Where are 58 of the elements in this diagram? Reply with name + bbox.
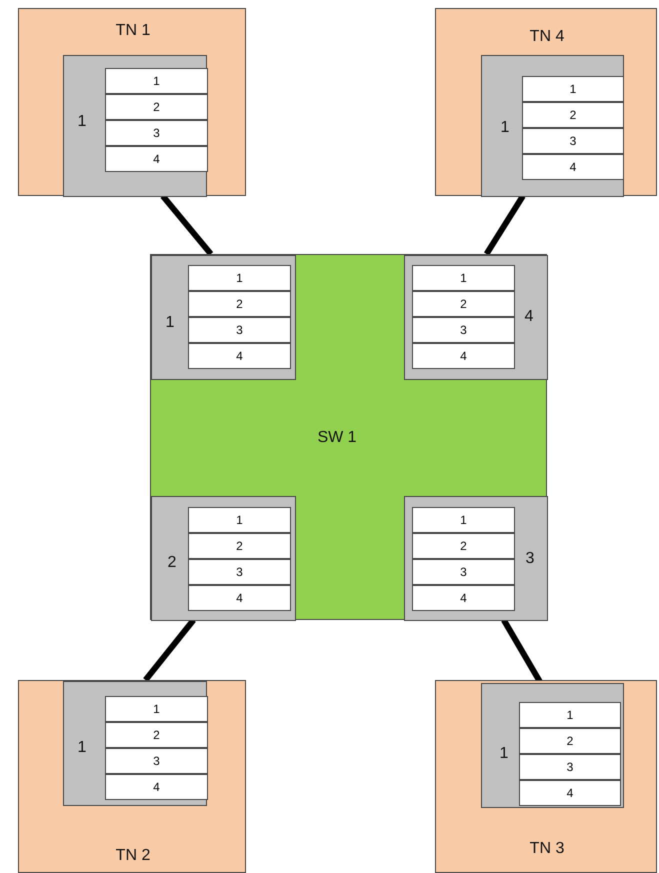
slot-cell: 1 (519, 702, 621, 728)
terminal-node-box (435, 8, 657, 196)
port-panel (481, 683, 624, 808)
port-number: 3 (526, 550, 534, 568)
port-panel (481, 55, 624, 197)
switch-title: SW 1 (317, 429, 357, 447)
node-title: TN 4 (530, 28, 564, 46)
slot-cell: 4 (105, 146, 208, 172)
port-panel (63, 681, 207, 806)
slot-cell: 2 (105, 94, 208, 120)
slot-cell: 1 (522, 76, 624, 102)
switch-box (150, 254, 547, 620)
slot-cell: 2 (522, 102, 624, 128)
port-number: 1 (166, 314, 174, 332)
slot-cell: 3 (412, 559, 515, 585)
slot-cell: 1 (105, 68, 208, 94)
slot-cell: 4 (412, 585, 515, 611)
slot-cell: 4 (188, 343, 291, 369)
slot-cell: 2 (188, 533, 291, 559)
slot-cell: 2 (105, 722, 208, 748)
port-number: 1 (78, 113, 86, 131)
slot-cell: 1 (105, 696, 208, 722)
node-title: TN 3 (530, 840, 564, 858)
node-title: TN 1 (116, 22, 150, 40)
port-number: 4 (524, 308, 534, 326)
slot-cell: 3 (412, 317, 515, 343)
slot-cell: 1 (188, 507, 291, 533)
port-number: 1 (500, 745, 508, 763)
slot-cell: 2 (412, 533, 515, 559)
slot-cell: 3 (188, 559, 291, 585)
slot-cell: 4 (105, 774, 208, 800)
port-number: 2 (168, 554, 176, 572)
port-panel (404, 255, 548, 380)
port-panel (151, 496, 296, 621)
slot-cell: 4 (522, 154, 624, 180)
port-panel (151, 255, 296, 380)
port-number: 1 (500, 119, 510, 137)
terminal-node-box (435, 680, 657, 873)
slot-cell: 3 (105, 120, 208, 146)
slot-cell: 4 (519, 780, 621, 806)
slot-cell: 1 (412, 265, 515, 291)
slot-cell: 4 (412, 343, 515, 369)
slot-cell: 3 (105, 748, 208, 774)
slot-cell: 1 (188, 265, 291, 291)
slot-cell: 2 (519, 728, 621, 754)
node-title: TN 2 (116, 847, 150, 865)
port-panel (404, 496, 548, 621)
slot-cell: 1 (412, 507, 515, 533)
slot-cell: 3 (188, 317, 291, 343)
port-panel (63, 55, 207, 197)
slot-cell: 2 (412, 291, 515, 317)
slot-cell: 2 (188, 291, 291, 317)
terminal-node-box (18, 8, 246, 196)
slot-cell: 3 (519, 754, 621, 780)
port-number: 1 (78, 739, 86, 757)
terminal-node-box (18, 680, 246, 873)
slot-cell: 3 (522, 128, 624, 154)
slot-cell: 4 (188, 585, 291, 611)
